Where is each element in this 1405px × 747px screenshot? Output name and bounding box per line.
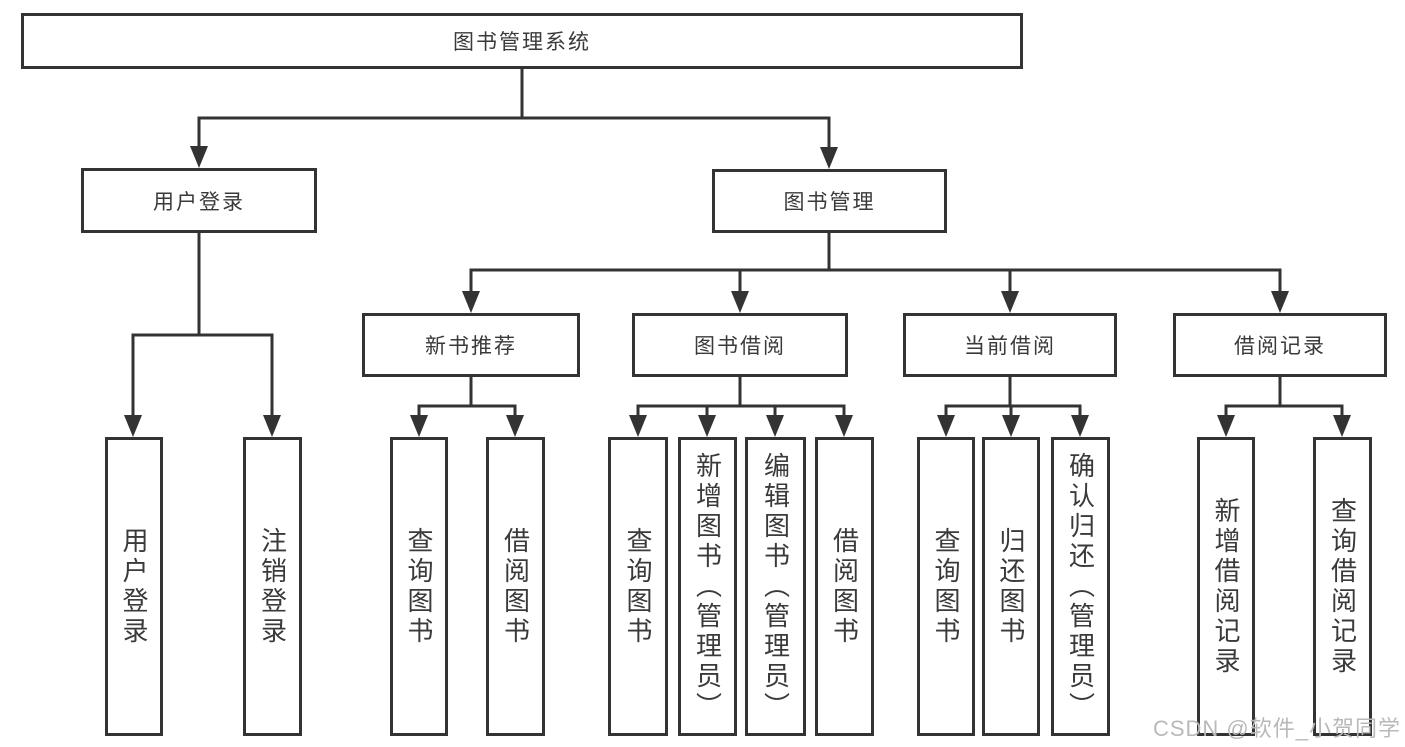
leaf-edit-book-admin: 编辑图书（管理员） [745, 437, 806, 736]
node-label: 借阅图书 [829, 526, 860, 647]
leaf-add-book-admin: 新增图书（管理员） [678, 437, 737, 736]
leaf-query-books-2: 查询图书 [608, 437, 668, 736]
node-label: 新增借阅记录 [1211, 496, 1241, 677]
node-label: 新书推荐 [425, 335, 517, 358]
leaf-borrow-books: 借阅图书 [486, 437, 545, 736]
node-label: 图书管理系统 [453, 31, 591, 54]
leaf-logout: 注销登录 [243, 437, 302, 736]
node-label: 借阅记录 [1234, 335, 1326, 358]
node-label: 注销登录 [257, 526, 288, 647]
leaf-user-login: 用户登录 [105, 437, 163, 736]
node-library-system: 图书管理系统 [21, 13, 1023, 69]
leaf-borrow-books-2: 借阅图书 [815, 437, 874, 736]
node-label: 查询借阅记录 [1327, 496, 1358, 677]
leaf-confirm-return-admin: 确认归还（管理员） [1051, 437, 1110, 736]
leaf-query-borrow-record: 查询借阅记录 [1313, 437, 1372, 736]
leaf-query-books-3: 查询图书 [917, 437, 975, 736]
node-book-borrowing: 图书借阅 [632, 313, 848, 377]
node-label: 用户登录 [153, 190, 245, 214]
node-current-borrowing: 当前借阅 [903, 313, 1117, 377]
node-label: 查询图书 [623, 526, 653, 647]
node-label: 用户登录 [119, 526, 149, 647]
node-label: 查询图书 [931, 526, 961, 647]
node-new-book-recommendation: 新书推荐 [362, 313, 580, 377]
node-label: 借阅图书 [500, 526, 531, 647]
node-borrowing-records: 借阅记录 [1173, 313, 1387, 377]
leaf-query-books: 查询图书 [390, 437, 448, 736]
node-label: 编辑图书（管理员） [760, 451, 791, 722]
leaf-add-borrow-record: 新增借阅记录 [1197, 437, 1255, 736]
node-label: 归还图书 [996, 526, 1026, 647]
node-book-management: 图书管理 [712, 169, 947, 233]
leaf-return-books: 归还图书 [982, 437, 1040, 736]
node-label: 图书借阅 [694, 335, 786, 358]
node-user-login: 用户登录 [81, 168, 317, 233]
node-label: 图书管理 [783, 191, 876, 214]
node-label: 新增图书（管理员） [692, 451, 723, 722]
node-label: 当前借阅 [964, 335, 1056, 358]
node-label: 确认归还（管理员） [1065, 451, 1096, 722]
node-label: 查询图书 [404, 526, 434, 647]
watermark: CSDN @软件_小贺同学 [1152, 716, 1401, 741]
